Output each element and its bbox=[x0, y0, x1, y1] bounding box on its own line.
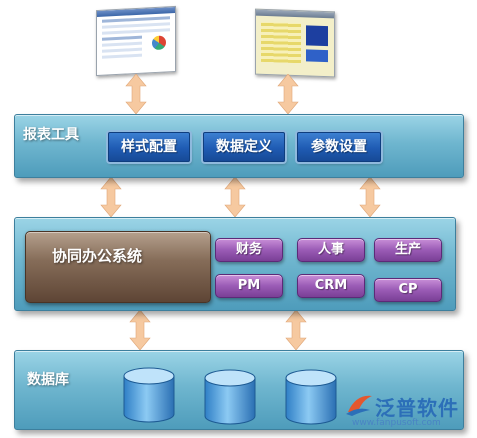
arrow-mid-1 bbox=[100, 177, 122, 217]
report-screenshot-right bbox=[255, 8, 335, 78]
database-label: 数据库 bbox=[27, 372, 69, 388]
style-config-button[interactable]: 样式配置 bbox=[108, 132, 190, 162]
oa-system-panel: 协同办公系统 财务 人事 生产 PM CRM CP bbox=[14, 217, 456, 311]
arrow-top-right bbox=[277, 74, 299, 114]
module-hr[interactable]: 人事 bbox=[297, 238, 365, 262]
arrow-mid-3 bbox=[359, 177, 381, 217]
module-finance[interactable]: 财务 bbox=[215, 238, 283, 262]
database-cylinder-icon-1 bbox=[123, 367, 175, 423]
oa-system-label: 协同办公系统 bbox=[52, 247, 143, 265]
report-tools-panel: 报表工具 样式配置 数据定义 参数设置 bbox=[14, 114, 464, 178]
arrow-bot-2 bbox=[285, 310, 307, 350]
module-crm[interactable]: CRM bbox=[297, 274, 365, 298]
data-definition-button[interactable]: 数据定义 bbox=[203, 132, 285, 162]
logo-icon bbox=[346, 395, 372, 416]
arrow-bot-1 bbox=[129, 310, 151, 350]
arrow-top-left bbox=[125, 74, 147, 114]
module-cp[interactable]: CP bbox=[374, 278, 442, 302]
oa-system-block[interactable]: 协同办公系统 bbox=[25, 231, 211, 303]
parameter-settings-button[interactable]: 参数设置 bbox=[297, 132, 381, 162]
arrow-mid-2 bbox=[224, 177, 246, 217]
database-cylinder-icon-3 bbox=[285, 369, 337, 425]
logo-name: 泛普软件 bbox=[375, 396, 459, 420]
report-tools-label: 报表工具 bbox=[23, 127, 79, 143]
database-cylinder-icon-2 bbox=[204, 369, 256, 425]
logo-url: www.fanpusoft.com bbox=[352, 418, 441, 428]
module-production[interactable]: 生产 bbox=[374, 238, 442, 262]
report-screenshot-left bbox=[96, 5, 176, 77]
module-pm[interactable]: PM bbox=[215, 274, 283, 298]
